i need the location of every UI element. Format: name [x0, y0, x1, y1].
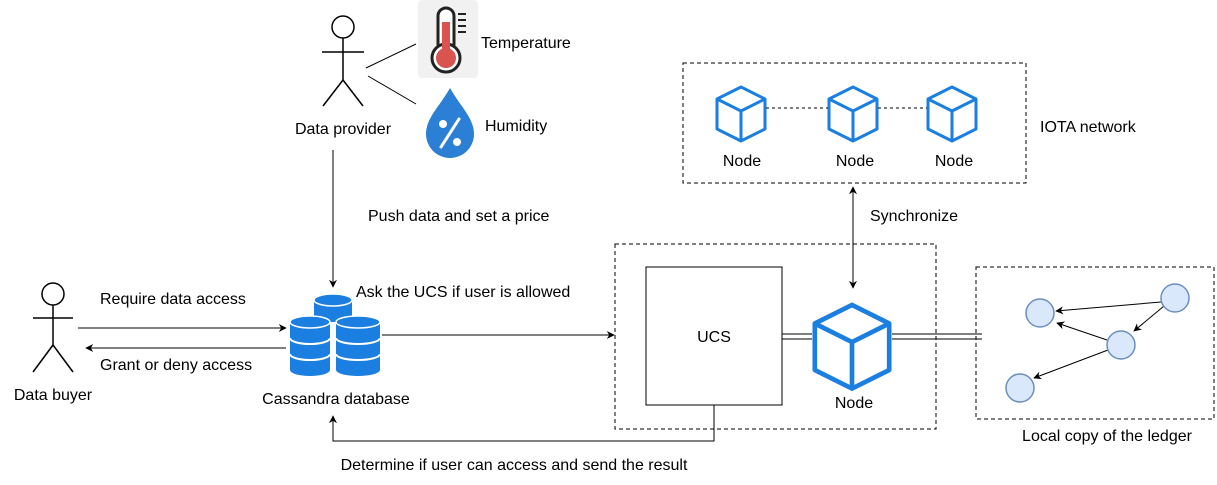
ask-ucs-label: Ask the UCS if user is allowed [356, 284, 570, 301]
push-label: Push data and set a price [368, 208, 550, 225]
iota-node-2-cube-icon [827, 85, 879, 143]
iota-node-1-label: Node [723, 153, 761, 170]
provider-humidity-link [367, 75, 417, 105]
ucs-box [645, 266, 783, 406]
local-node-cube-icon [815, 305, 889, 389]
ledger-transaction [1005, 373, 1035, 403]
temperature-label: Temperature [481, 35, 571, 52]
ledger-transaction [1106, 330, 1136, 360]
ledger-transaction [1025, 298, 1055, 328]
iota-node-1-cube-icon [715, 85, 767, 143]
iota-node-3-label: Node [935, 153, 973, 170]
require-label: Require data access [100, 291, 246, 308]
grant-label: Grant or deny access [100, 357, 252, 374]
iota-network-container [682, 62, 1027, 184]
local-node-label: Node [835, 395, 873, 412]
ledger-label: Local copy of the ledger [1022, 428, 1193, 445]
iota-network-label: IOTA network [1040, 119, 1137, 136]
database-label: Cassandra database [262, 391, 410, 408]
database-icon [289, 293, 381, 376]
ledger-edge-d [1033, 349, 1109, 380]
thermometer-icon [418, 0, 478, 78]
data-provider-label: Data provider [295, 121, 392, 138]
ledger-transaction [1160, 283, 1190, 313]
ledger-edge-b [1133, 305, 1165, 332]
ledger-edge-c [1056, 321, 1108, 341]
data-buyer-actor [32, 282, 74, 373]
ledger-edge-a [1055, 301, 1162, 315]
ucs-label: UCS [697, 329, 731, 346]
ledger-container [975, 266, 1215, 420]
determine-label: Determine if user can access and send th… [341, 457, 688, 474]
ledger-graph [1005, 283, 1190, 403]
humidity-label: Humidity [485, 118, 547, 135]
iota-node-2-label: Node [836, 153, 874, 170]
data-buyer-label: Data buyer [14, 387, 93, 404]
local-system-container [614, 243, 937, 430]
humidity-drop-icon [426, 88, 474, 158]
synchronize-label: Synchronize [870, 208, 958, 225]
iota-node-3-cube-icon [926, 85, 978, 143]
provider-temperature-link [365, 43, 417, 69]
determine-arrow [329, 405, 715, 442]
data-provider-actor [322, 15, 364, 107]
